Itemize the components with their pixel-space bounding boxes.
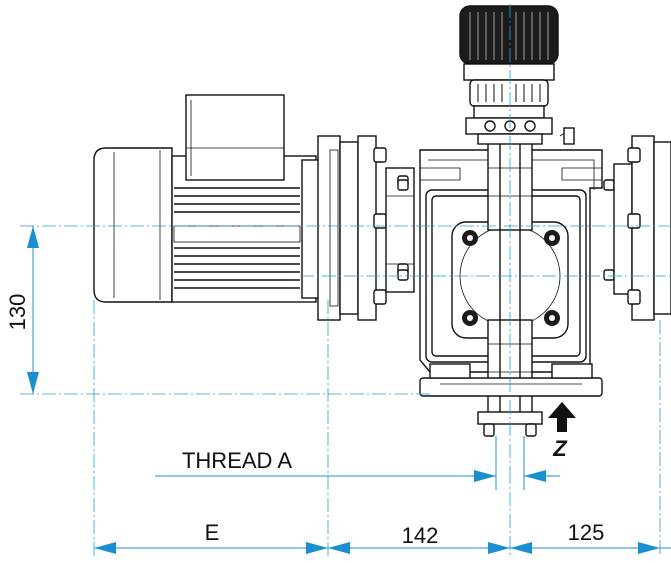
dimension-thread-a: THREAD A [155, 436, 560, 490]
knob-collar [463, 63, 555, 81]
pump-base [419, 363, 603, 397]
dimension-e-label: E [205, 520, 220, 545]
dimension-130: 130 [5, 226, 39, 394]
dimension-130-label: 130 [5, 294, 30, 331]
dimension-142-label: 142 [402, 523, 439, 548]
knob-grip [459, 5, 559, 65]
arrow-up-icon [548, 402, 576, 432]
knob-scale-ring [469, 79, 549, 107]
motor-flange [301, 159, 321, 299]
coupling-flange [317, 135, 341, 321]
motor-terminal-box [185, 94, 285, 181]
dimension-125-label: 125 [568, 520, 605, 545]
right-flange [613, 135, 671, 321]
z-label: Z [552, 436, 568, 461]
flange-bolts-left [373, 147, 387, 305]
stroke-adjustment-knob [459, 5, 559, 135]
direction-z-indicator: Z [548, 402, 576, 461]
motor-fan-cover [93, 147, 173, 303]
dimension-chain-bottom: E 142 125 [94, 520, 671, 554]
center-lines [20, 4, 671, 556]
thread-a-label: THREAD A [182, 448, 292, 473]
electric-motor [93, 94, 415, 321]
